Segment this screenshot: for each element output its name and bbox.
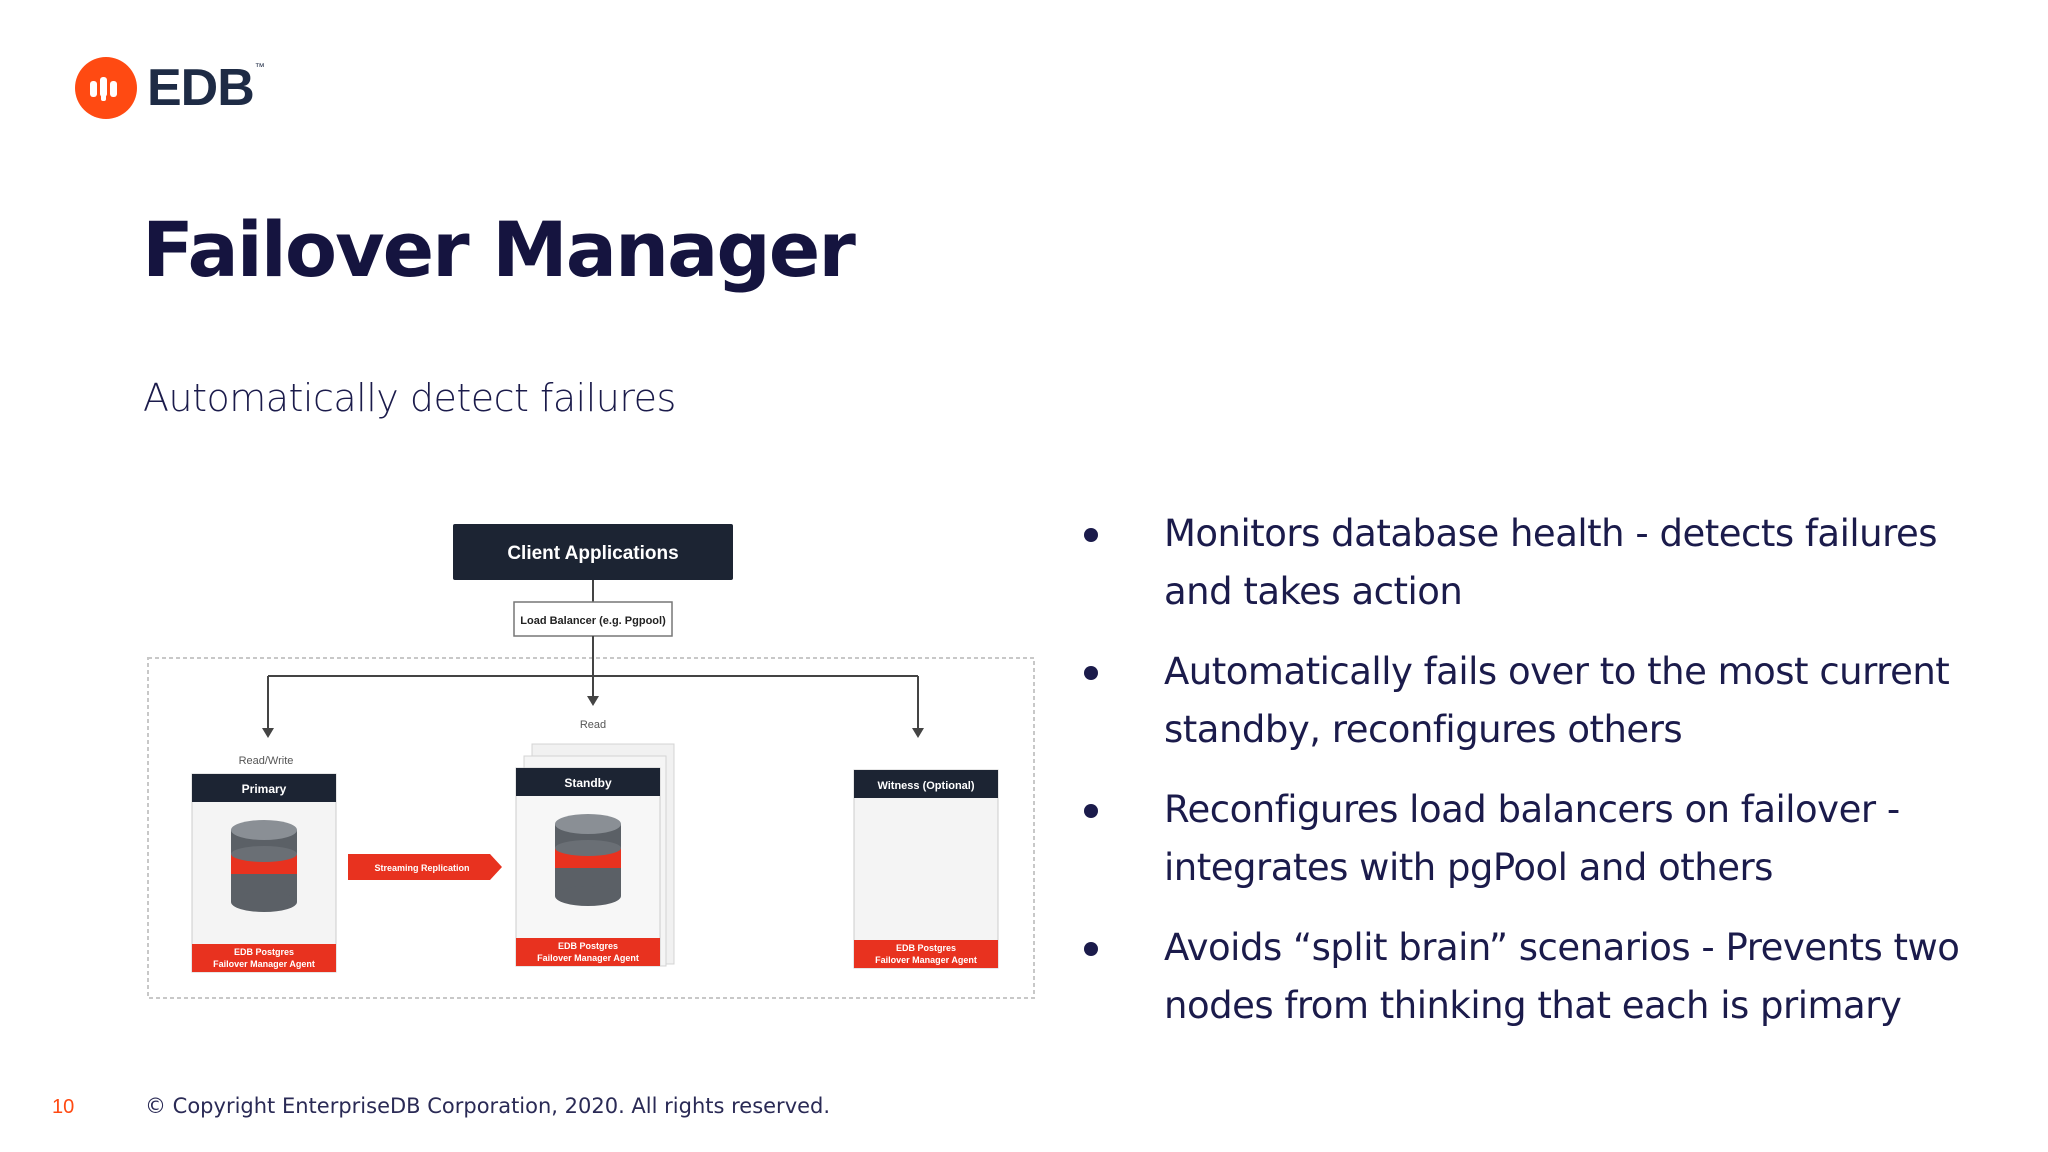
witness-agent-bar: [854, 940, 998, 968]
agent-label: Failover Manager Agent: [875, 955, 977, 965]
witness-label: Witness (Optional): [877, 780, 974, 792]
arrow-down-icon: [912, 728, 924, 738]
replication-label: Streaming Replication: [374, 863, 469, 873]
readwrite-label: Read/Write: [239, 755, 294, 767]
cluster-boundary: [147, 657, 1035, 999]
load-balancer-box: [513, 601, 673, 637]
load-balancer-label: Load Balancer (e.g. Pgpool): [520, 615, 666, 627]
agent-label: Failover Manager Agent: [213, 959, 315, 969]
arrow-down-icon: [262, 728, 274, 738]
standby-agent-bar: [516, 938, 660, 966]
arrow-down-icon: [587, 696, 599, 706]
database-icon: [231, 820, 297, 912]
read-label: Read: [580, 719, 606, 731]
witness-header: [854, 770, 998, 798]
bullet-dot-icon: [1084, 666, 1098, 680]
slide-subtitle: Automatically detect failures: [143, 376, 676, 420]
primary-agent-bar: [192, 944, 336, 972]
standby-header: [516, 768, 660, 796]
agent-label: EDB Postgres: [234, 947, 294, 957]
copyright-text: © Copyright EnterpriseDB Corporation, 20…: [145, 1094, 831, 1118]
primary-header: [192, 774, 336, 802]
bullet-dot-icon: [1084, 528, 1098, 542]
page-number: 10: [52, 1096, 75, 1118]
bullet-item: Automatically fails over to the most cur…: [1080, 643, 1980, 759]
bullet-item: Reconfigures load balancers on failover …: [1080, 781, 1980, 897]
standby-label: Standby: [564, 776, 612, 790]
bullet-item: Monitors database health - detects failu…: [1080, 505, 1980, 621]
bullet-dot-icon: [1084, 804, 1098, 818]
architecture-diagram: Client Applications Load Balancer (e.g. …: [147, 524, 1035, 999]
bullet-item: Avoids “split brain” scenarios - Prevent…: [1080, 919, 1980, 1035]
bullet-dot-icon: [1084, 942, 1098, 956]
agent-label: EDB Postgres: [558, 941, 618, 951]
edb-logo-mark-icon: [75, 57, 137, 119]
client-applications-box: [453, 524, 733, 580]
witness-node: [853, 769, 999, 969]
agent-label: EDB Postgres: [896, 943, 956, 953]
database-icon: [555, 814, 621, 906]
bullet-list: Monitors database health - detects failu…: [1080, 505, 1980, 1057]
client-applications-label: Client Applications: [507, 543, 678, 564]
primary-label: Primary: [242, 782, 287, 796]
slide-title: Failover Manager: [142, 205, 856, 294]
replication-arrow: [348, 854, 502, 880]
agent-label: Failover Manager Agent: [537, 953, 639, 963]
